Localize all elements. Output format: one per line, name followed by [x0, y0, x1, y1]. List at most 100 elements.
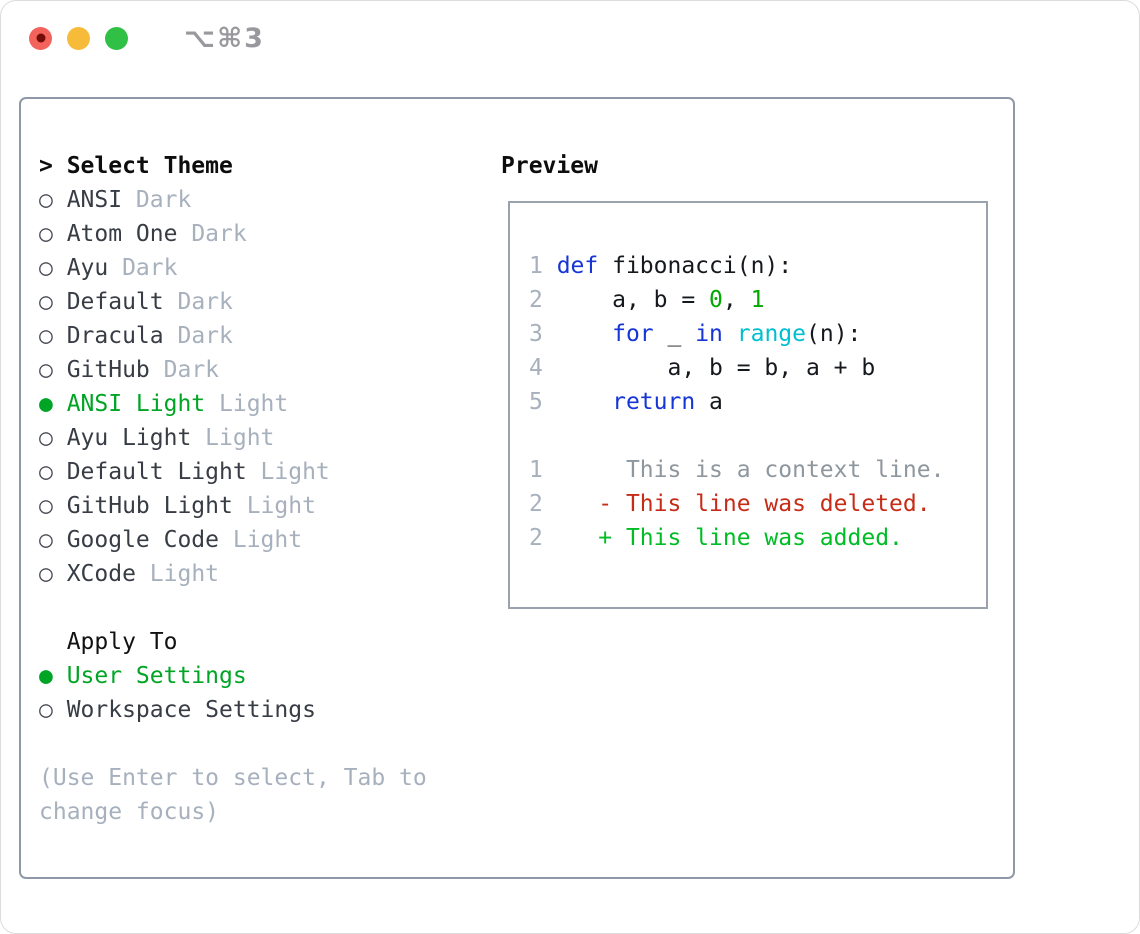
code-token: 0: [709, 287, 723, 313]
code-line: 2 + This line was added.: [529, 521, 986, 555]
code-token: (n):: [806, 321, 862, 347]
theme-name: ANSI Light: [66, 391, 206, 417]
code-token: a: [695, 389, 723, 415]
code-token: for: [612, 321, 654, 347]
code-token: [557, 389, 612, 415]
theme-name: Dracula: [66, 323, 164, 349]
keyboard-shortcut-label: ⌥⌘3: [184, 22, 265, 54]
theme-name: Default Light: [66, 459, 247, 485]
code-token: ,: [722, 287, 751, 313]
code-line: 1 def fibonacci(n):: [529, 249, 986, 283]
theme-option[interactable]: ○ Ayu Light Light: [39, 421, 479, 455]
line-number: 2: [529, 287, 543, 313]
theme-variant: Light: [260, 459, 330, 485]
code-token: range: [736, 321, 806, 347]
titlebar: ⌥⌘3: [1, 1, 1139, 75]
theme-name: GitHub: [66, 357, 150, 383]
radio-icon: ○: [39, 255, 53, 281]
zoom-button[interactable]: [105, 26, 128, 50]
code-line: 2 a, b = 0, 1: [529, 283, 986, 317]
theme-option[interactable]: ○ GitHub Dark: [39, 353, 479, 387]
theme-variant: Dark: [177, 323, 233, 349]
radio-icon: ○: [39, 221, 53, 247]
line-number: 2: [529, 525, 543, 551]
apply-to-title: Apply To: [66, 629, 178, 655]
theme-name: ANSI: [66, 187, 123, 213]
close-button[interactable]: [29, 26, 52, 50]
apply-option-label: Workspace Settings: [66, 697, 316, 723]
line-number: 4: [529, 355, 543, 381]
code-token: a, b = b, a + b: [556, 355, 876, 381]
radio-icon: ○: [39, 425, 53, 451]
code-token: in: [695, 321, 723, 347]
code-token: [723, 321, 737, 347]
code-token: def: [556, 253, 599, 279]
theme-option[interactable]: ○ Dracula Dark: [39, 319, 479, 353]
radio-icon: ○: [39, 289, 53, 315]
theme-name: GitHub Light: [66, 493, 233, 519]
select-theme-header: >Select Theme: [39, 149, 479, 183]
theme-variant: Light: [232, 527, 303, 553]
theme-name: Ayu Light: [66, 425, 192, 451]
apply-to-list: ● User Settings ○ Workspace Settings: [39, 659, 479, 727]
theme-option[interactable]: ○ GitHub Light Light: [39, 489, 479, 523]
code-line: 1 This is a context line.: [529, 453, 986, 487]
theme-name: XCode: [66, 561, 136, 587]
code-token: 1: [750, 287, 765, 313]
line-number: 2: [529, 491, 543, 517]
help-text-line: change focus): [39, 799, 220, 825]
preview-header: Preview: [501, 153, 598, 179]
code-line: 4 a, b = b, a + b: [529, 351, 986, 385]
theme-variant: Dark: [177, 289, 233, 315]
line-number: 1: [529, 253, 543, 279]
radio-icon: ●: [39, 663, 53, 689]
radio-icon: ○: [39, 697, 53, 723]
theme-option[interactable]: ○ Ayu Dark: [39, 251, 479, 285]
code-token: - This line was deleted.: [556, 491, 931, 517]
line-number: 3: [529, 321, 543, 347]
theme-variant: Dark: [135, 187, 192, 213]
theme-name: Atom One: [66, 221, 178, 247]
theme-variant: Light: [205, 425, 275, 451]
code-token: return: [612, 389, 696, 415]
apply-option[interactable]: ● User Settings: [39, 659, 479, 693]
code-line: [529, 419, 986, 453]
apply-option[interactable]: ○ Workspace Settings: [39, 693, 479, 727]
radio-icon: ○: [39, 527, 53, 553]
theme-name: Google Code: [66, 527, 220, 553]
theme-variant: Dark: [163, 357, 220, 383]
radio-icon: ●: [39, 391, 53, 417]
code-token: a, b =: [556, 287, 710, 313]
theme-variant: Dark: [122, 255, 178, 281]
theme-name: Ayu: [66, 255, 109, 281]
apply-option-label: User Settings: [66, 663, 247, 689]
line-number: 1: [529, 457, 543, 483]
apply-to-header: Apply To: [39, 625, 479, 659]
code-line: 3 for _ in range(n):: [529, 317, 986, 351]
code-token: This is a context line.: [556, 457, 945, 483]
radio-icon: ○: [39, 323, 53, 349]
code-line: 2 - This line was deleted.: [529, 487, 986, 521]
code-token: [557, 321, 612, 347]
radio-icon: ○: [39, 493, 53, 519]
minimize-button[interactable]: [67, 26, 90, 50]
help-text: (Use Enter to select, Tab to change focu…: [39, 761, 479, 829]
select-theme-title: Select Theme: [66, 153, 233, 179]
theme-variant: Light: [246, 493, 316, 519]
close-button-dot-icon: [36, 33, 45, 43]
radio-icon: ○: [39, 357, 53, 383]
theme-option[interactable]: ○ Google Code Light: [39, 523, 479, 557]
code-token: fibonacci(n):: [598, 253, 793, 279]
